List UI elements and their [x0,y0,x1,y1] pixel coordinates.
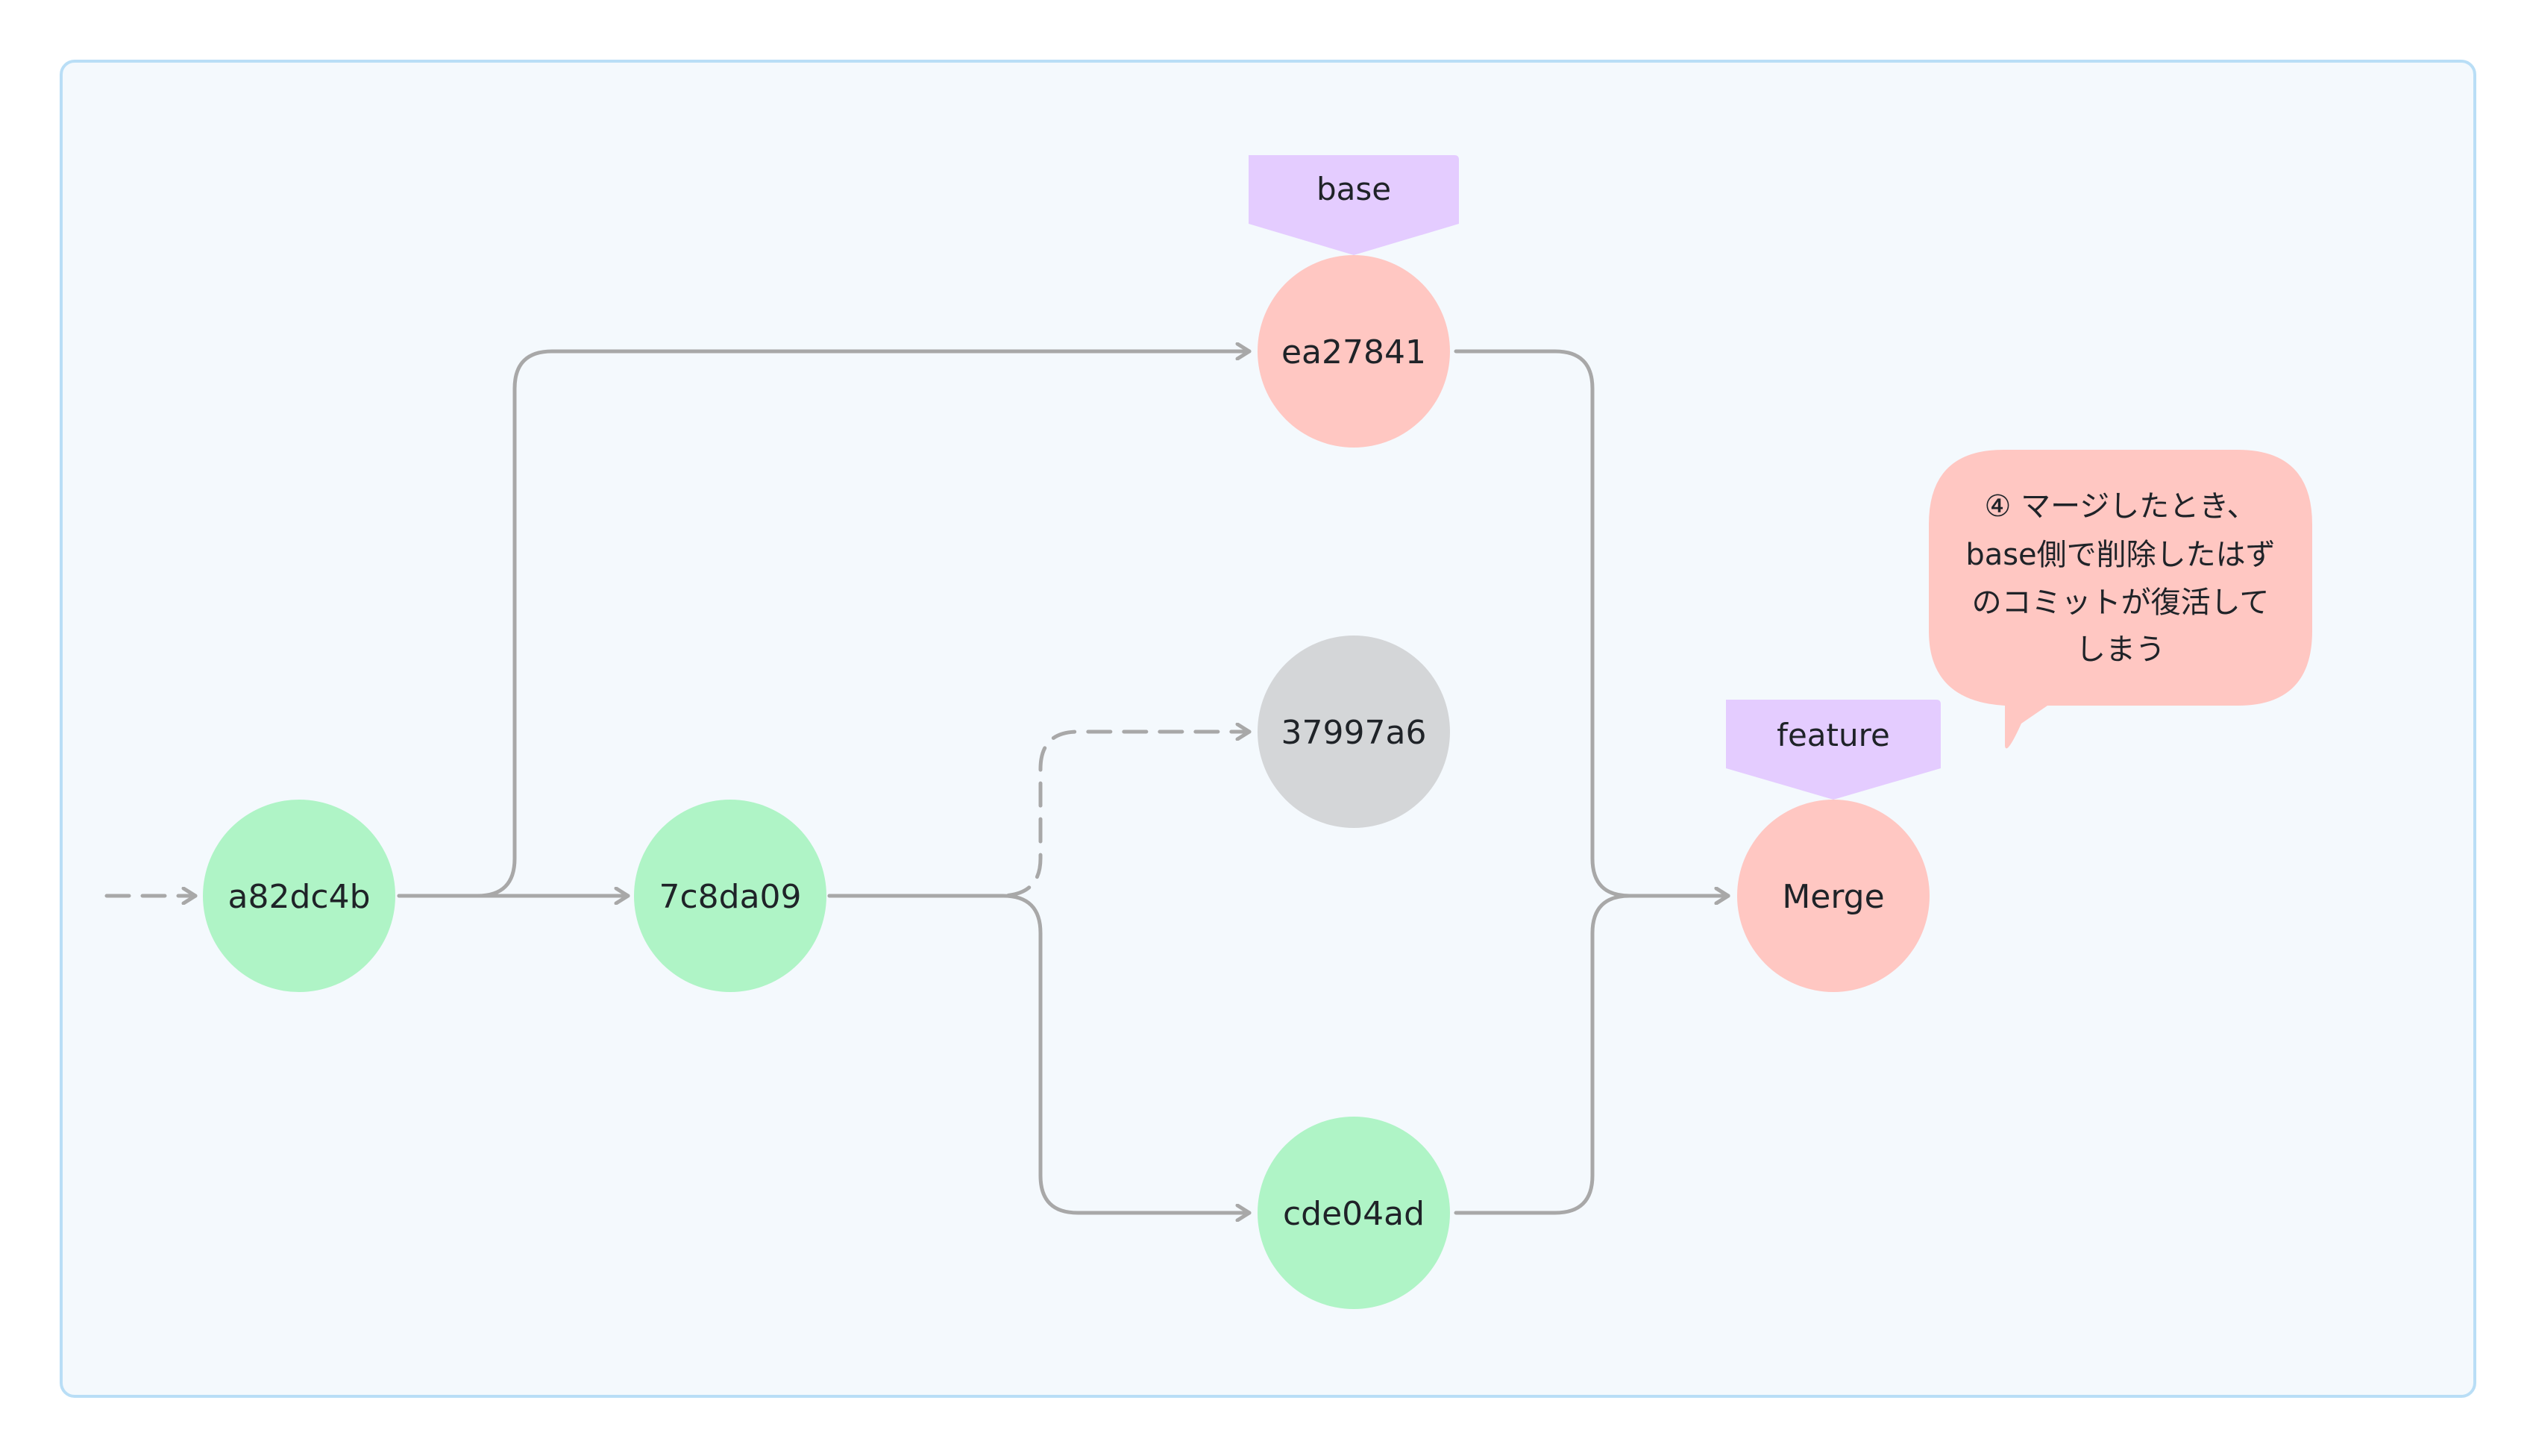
commit-node-ea27841-circle [1258,255,1450,448]
commit-node-ea27841: ea27841 [1258,255,1450,448]
commit-node-37997a6: 37997a6 [1258,636,1450,828]
commit-node-7c8da09: 7c8da09 [634,800,826,992]
branch-label-feature-text: feature [1777,717,1890,753]
commit-node-7c8da09-label: 7c8da09 [659,878,801,916]
note-line-4: しまう [2076,633,2165,667]
note-line-2: base側で削除したはず [1965,538,2275,572]
commit-node-merge-label: Merge [1782,878,1884,916]
branch-label-base: base [1249,155,1459,255]
commit-node-cde04ad-circle [1258,1117,1450,1309]
commit-node-cde04ad-label: cde04ad [1283,1195,1425,1233]
commit-node-merge-circle [1737,800,1930,992]
note-line-3: のコミットが復活して [1972,586,2270,620]
commit-node-cde04ad: cde04ad [1258,1117,1450,1309]
edge-cde04ad-to-merge [1454,896,1730,1215]
commit-node-a82dc4b-circle [203,800,395,992]
commit-node-a82dc4b: a82dc4b [203,800,395,992]
branch-label-feature: feature [1726,700,1941,800]
edge-7c8da09-to-37997a6-dashed [827,732,1252,898]
note-speech-bubble-shape [1929,450,2312,749]
commit-node-37997a6-circle [1258,636,1450,828]
note-speech-bubble: ④ マージしたとき、 base側で削除したはず のコミットが復活して しまう [1929,450,2312,749]
edge-ea27841-to-merge [1454,349,1730,896]
commit-node-a82dc4b-label: a82dc4b [228,878,371,916]
commit-node-merge: Merge [1737,800,1930,992]
commit-node-37997a6-label: 37997a6 [1281,714,1427,752]
commit-node-7c8da09-circle [634,800,826,992]
branch-label-base-text: base [1316,171,1391,207]
branch-label-feature-shape [1726,700,1941,800]
branch-label-base-shape [1249,155,1459,255]
note-line-1: ④ マージしたとき、 [1985,489,2257,524]
edge-a82dc4b-to-ea27841 [397,351,1252,898]
commit-node-ea27841-label: ea27841 [1281,333,1426,371]
edge-7c8da09-to-cde04ad [827,894,1252,1213]
